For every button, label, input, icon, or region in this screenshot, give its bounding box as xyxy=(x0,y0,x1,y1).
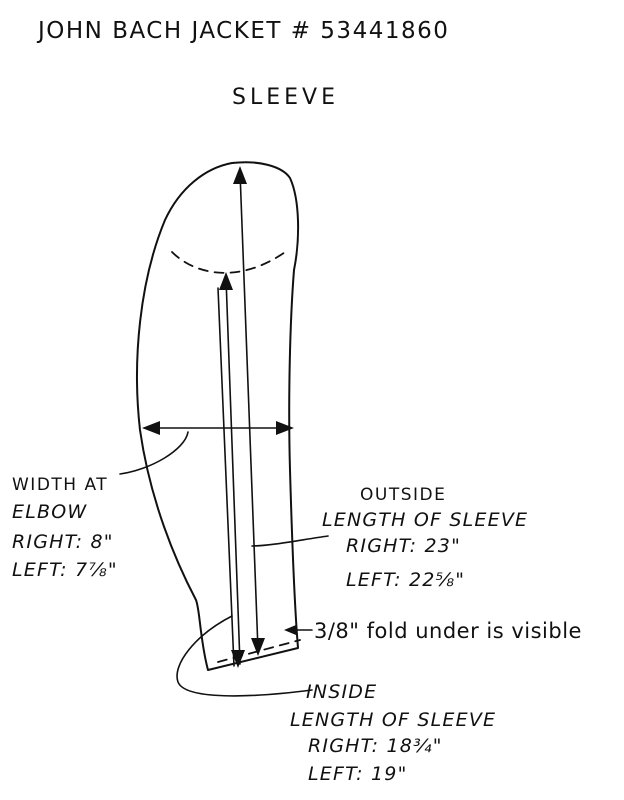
inside-leader-line xyxy=(176,615,313,697)
outside-length-arrowhead-top xyxy=(233,166,247,184)
elbow-width-arrowhead-right xyxy=(276,421,294,435)
elbow-heading-1: WIDTH AT xyxy=(12,475,108,495)
outside-left-value: LEFT: 22⅝" xyxy=(346,569,465,591)
shoulder-seam xyxy=(171,249,289,274)
fold-note: 3/8" fold under is visible xyxy=(314,619,582,643)
elbow-leader-line xyxy=(119,431,189,475)
fold-leader-arrowhead xyxy=(284,625,296,635)
elbow-width-arrowhead-left xyxy=(142,421,160,435)
outside-heading-1: OUTSIDE xyxy=(360,485,446,505)
page-subtitle: SLEEVE xyxy=(232,85,339,110)
outside-length-arrowhead-bottom xyxy=(251,638,265,656)
inside-length-arrowhead-top xyxy=(219,272,233,290)
outside-right-value: RIGHT: 23" xyxy=(346,535,461,557)
outside-length-line xyxy=(239,171,259,651)
inside-length-line-right xyxy=(225,277,241,665)
elbow-heading-2: ELBOW xyxy=(12,501,87,523)
cuff-fold-line xyxy=(217,639,301,663)
page-title: JOHN BACH JACKET # 53441860 xyxy=(36,18,449,44)
inside-length-arrowhead-bottom xyxy=(231,650,245,668)
inside-heading-2: LENGTH OF SLEEVE xyxy=(290,709,496,731)
outside-heading-2: LENGTH OF SLEEVE xyxy=(322,509,528,531)
inside-heading-1: INSIDE xyxy=(306,681,377,703)
inside-right-value: RIGHT: 18¾" xyxy=(308,735,443,757)
sleeve-outline xyxy=(136,161,300,671)
outside-leader-line xyxy=(251,535,329,547)
inside-left-value: LEFT: 19" xyxy=(308,763,408,785)
elbow-left-value: LEFT: 7⅞" xyxy=(12,559,118,581)
elbow-right-value: RIGHT: 8" xyxy=(12,531,114,553)
inside-length-line-left xyxy=(217,287,235,667)
